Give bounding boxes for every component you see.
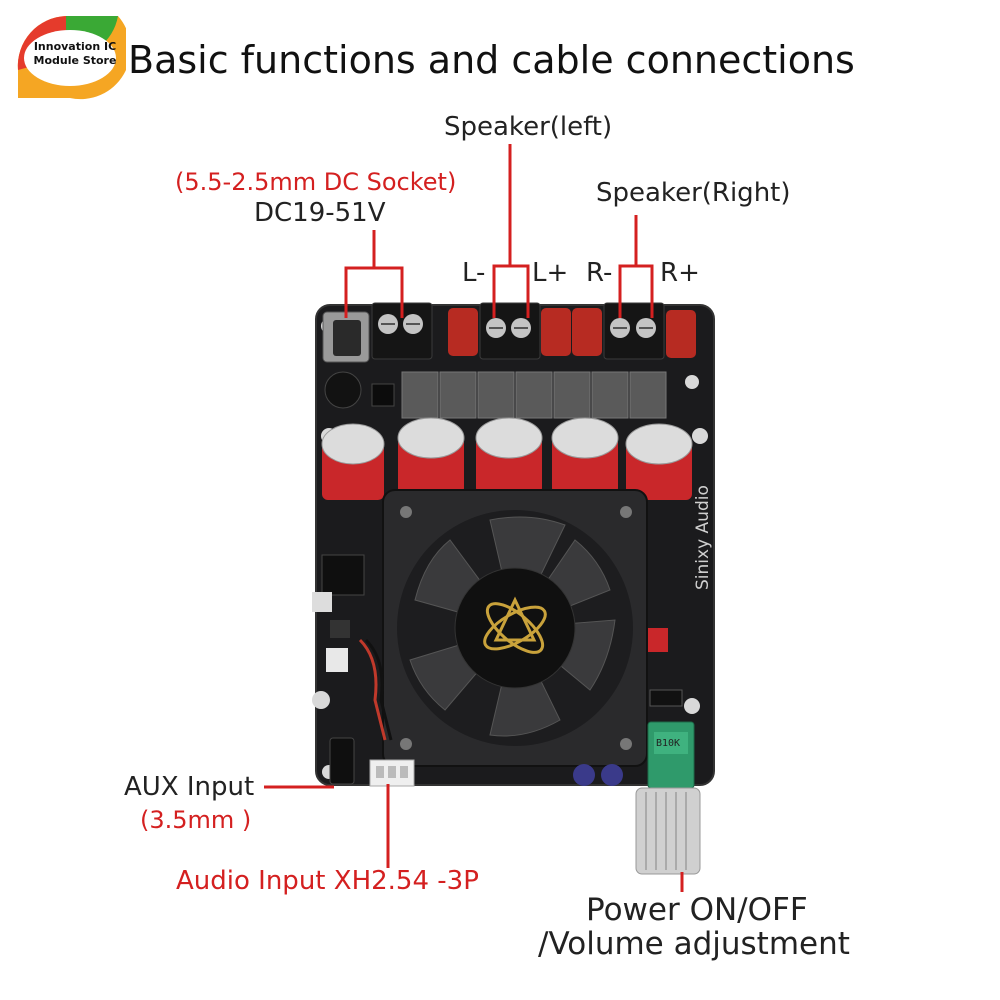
page-title: Basic functions and cable connections bbox=[128, 38, 855, 82]
dc-voltage-label: DC19-51V bbox=[254, 198, 386, 228]
l-plus-label: L+ bbox=[532, 258, 569, 288]
power-label-line-2: /Volume adjustment bbox=[538, 926, 850, 962]
potentiometer-marking: B10K bbox=[656, 738, 681, 749]
r-minus-label: R- bbox=[586, 258, 613, 288]
audio-input-label: Audio Input XH2.54 -3P bbox=[176, 866, 479, 896]
speaker-left-label: Speaker(left) bbox=[444, 112, 613, 142]
power-label-line-1: Power ON/OFF bbox=[586, 892, 808, 928]
store-logo bbox=[17, 16, 126, 100]
speaker-right-label: Speaker(Right) bbox=[596, 178, 791, 208]
board-brand-text: Sinixy Audio bbox=[693, 485, 713, 590]
dc-socket-label: (5.5-2.5mm DC Socket) bbox=[175, 168, 457, 196]
aux-input-label: AUX Input bbox=[124, 772, 255, 802]
logo-line-1: Innovation IC bbox=[33, 40, 117, 53]
logo-line-2: Module Store bbox=[33, 54, 117, 67]
r-plus-label: R+ bbox=[660, 258, 700, 288]
l-minus-label: L- bbox=[462, 258, 486, 288]
aux-size-label: (3.5mm ) bbox=[140, 806, 252, 834]
logo-text: Innovation IC Module Store bbox=[30, 40, 120, 68]
